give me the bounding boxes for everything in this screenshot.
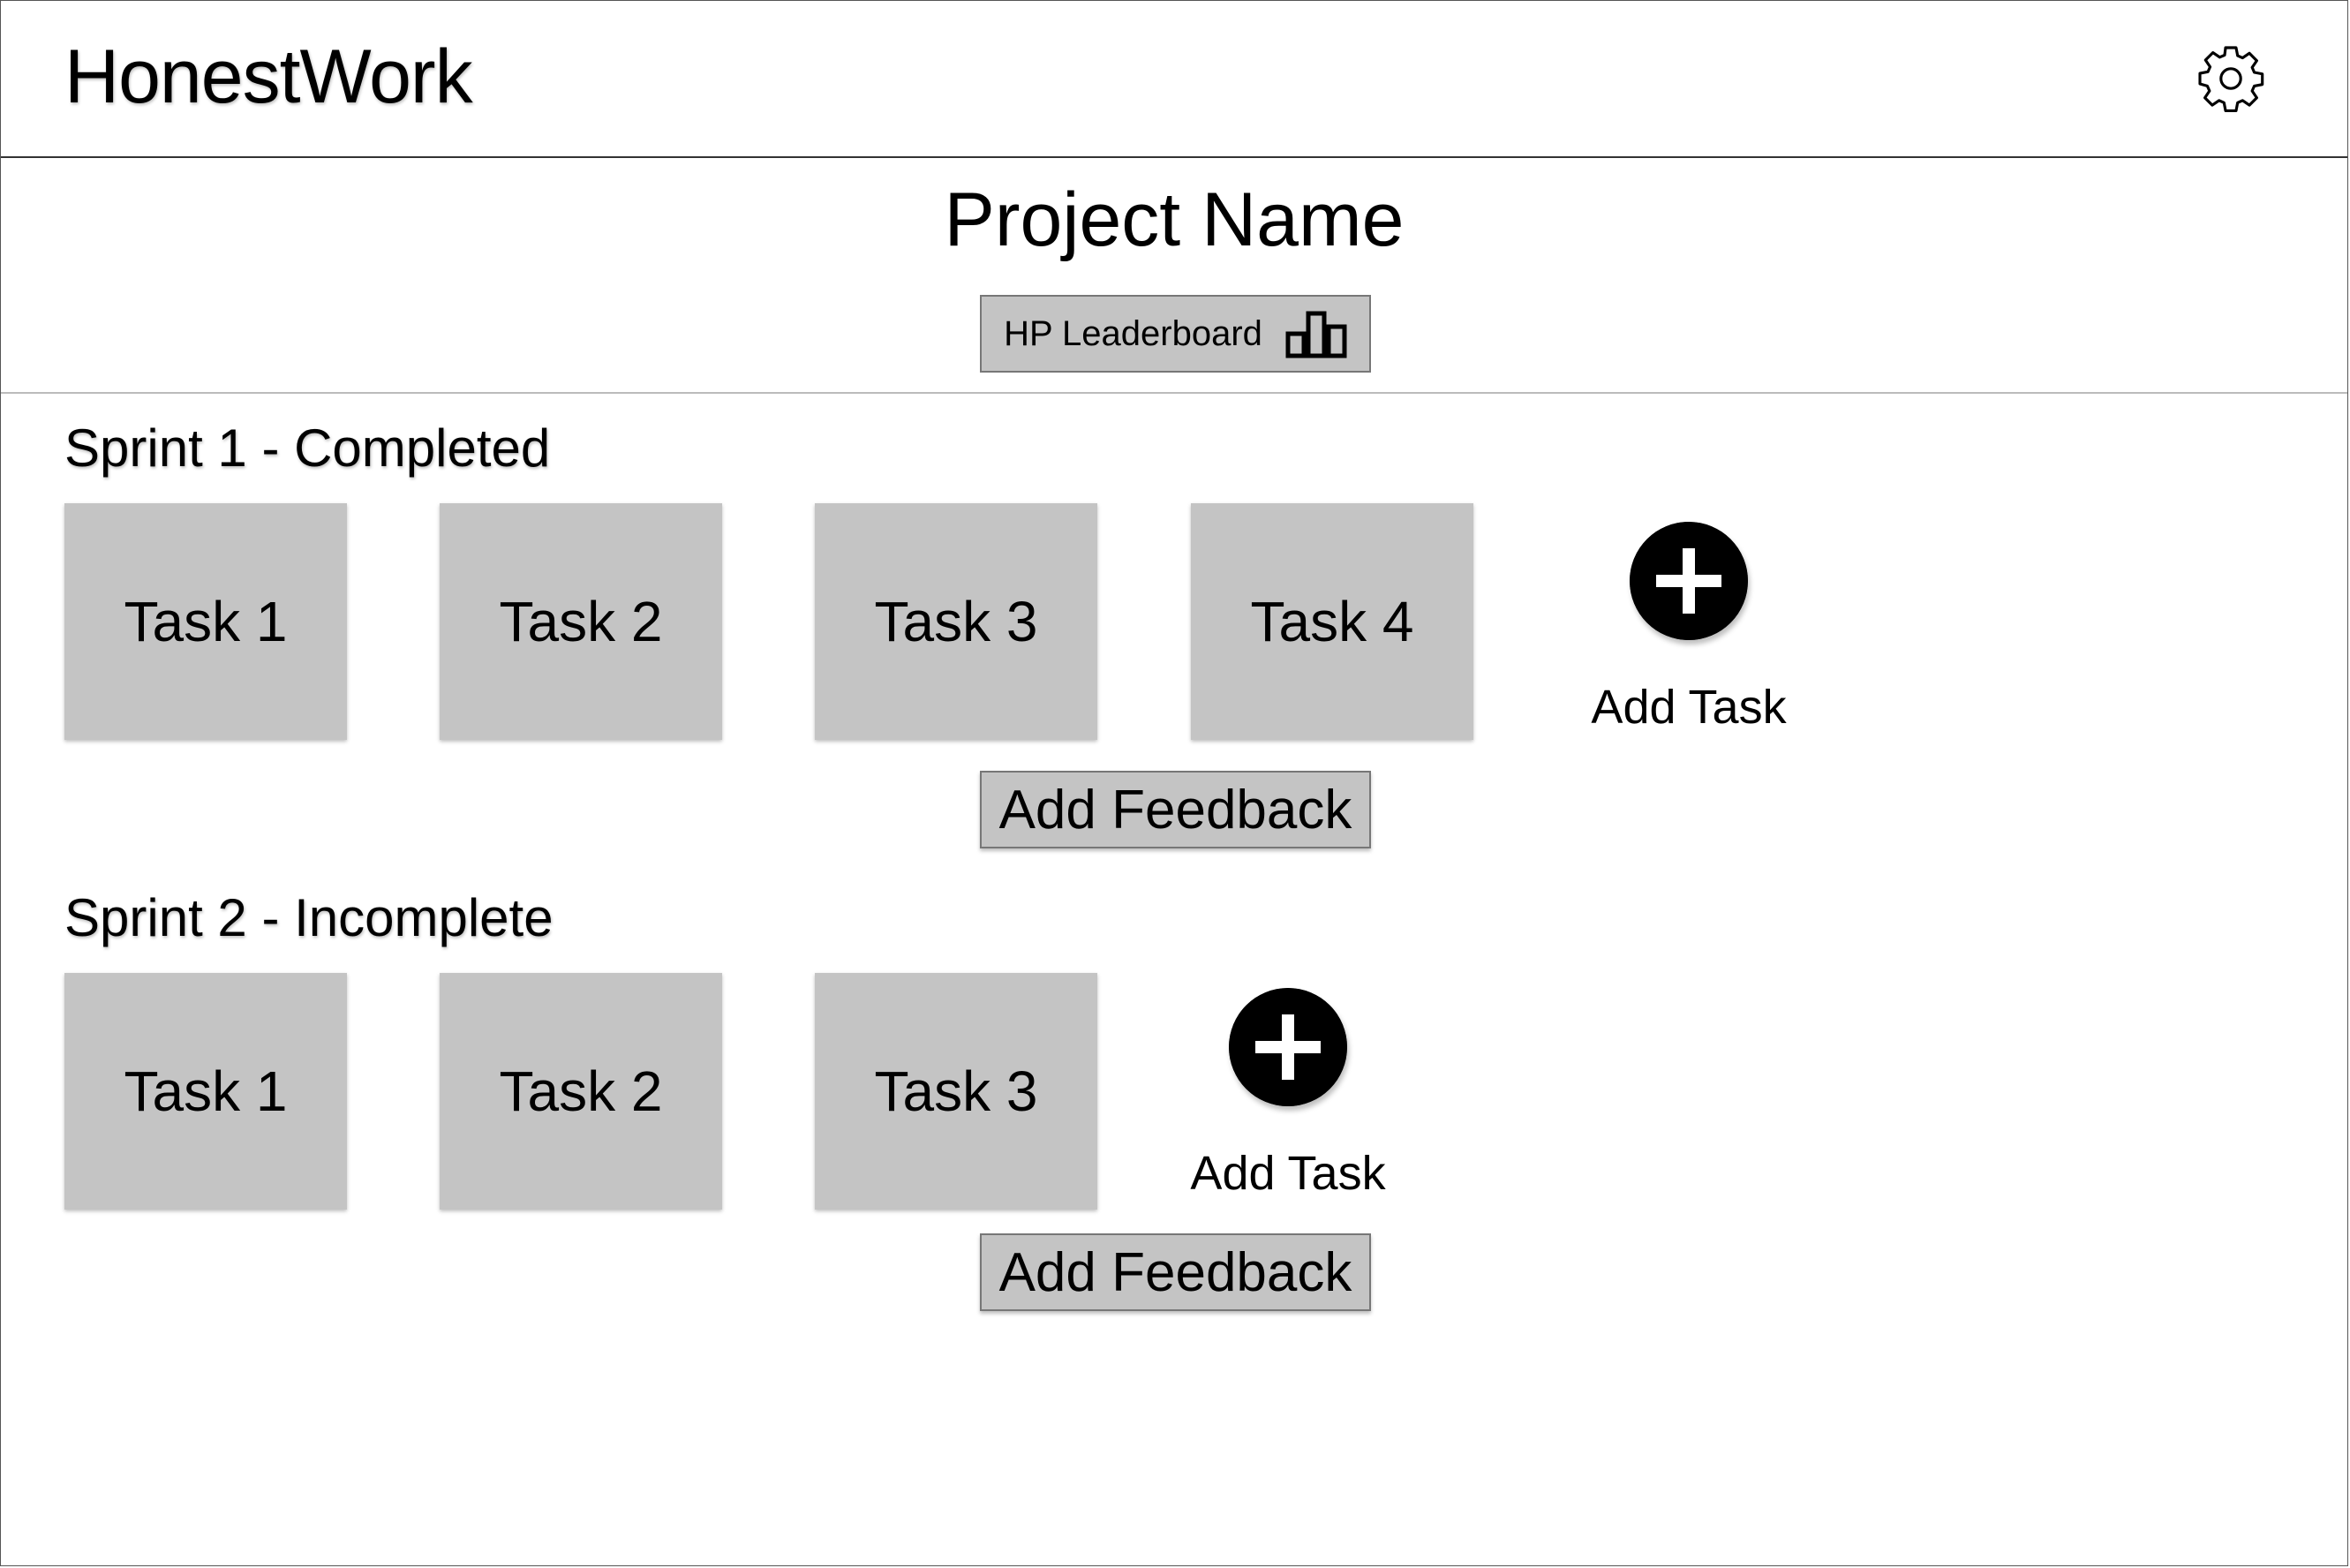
app-header: HonestWork <box>1 1 2347 158</box>
sprint-2-add-task-button[interactable]: Add Task <box>1173 988 1403 1202</box>
leaderboard-button[interactable]: HP Leaderboard <box>980 295 1371 373</box>
sprint-2-add-feedback-button[interactable]: Add Feedback <box>980 1233 1371 1311</box>
gear-icon[interactable] <box>2194 41 2268 116</box>
add-task-label: Add Task <box>1190 1147 1386 1200</box>
app-title: HonestWork <box>64 34 473 119</box>
project-title: Project Name <box>944 177 1405 262</box>
plus-circle-icon <box>1630 522 1748 640</box>
add-task-label: Add Task <box>1591 681 1787 734</box>
sprint-2-title: Sprint 2 - Incomplete <box>64 888 554 947</box>
bar-chart-icon <box>1285 311 1347 358</box>
sprint-1-task-1[interactable]: Task 1 <box>64 503 347 740</box>
sprint-1-task-4[interactable]: Task 4 <box>1191 503 1473 740</box>
plus-circle-icon <box>1229 988 1347 1106</box>
sprint-1-task-3[interactable]: Task 3 <box>815 503 1097 740</box>
sprint-2-task-3[interactable]: Task 3 <box>815 973 1097 1210</box>
sprint-1-add-task-button[interactable]: Add Task <box>1574 522 1804 735</box>
sprint-2-task-2[interactable]: Task 2 <box>440 973 722 1210</box>
sprint-1-add-feedback-button[interactable]: Add Feedback <box>980 771 1371 848</box>
sprint-2-task-1[interactable]: Task 1 <box>64 973 347 1210</box>
leaderboard-label: HP Leaderboard <box>1004 313 1262 353</box>
sprint-1-task-2[interactable]: Task 2 <box>440 503 722 740</box>
sprint-1-title: Sprint 1 - Completed <box>64 418 551 478</box>
section-divider <box>1 392 2347 394</box>
